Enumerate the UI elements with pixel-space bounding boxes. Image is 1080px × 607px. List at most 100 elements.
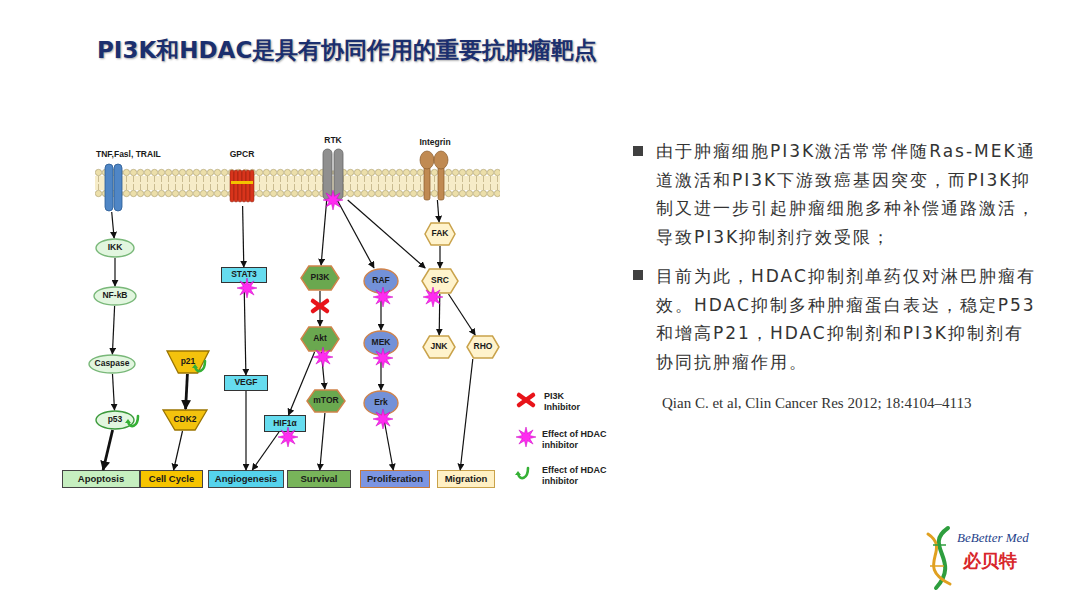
signal-arrow [289, 352, 315, 415]
node-label: JNK [430, 342, 447, 351]
process-box: VEGF [224, 375, 268, 391]
node-label: mTOR [313, 396, 338, 405]
signal-arrow [439, 294, 441, 335]
node-label: NF-kB [102, 291, 127, 300]
receptor-subunit [114, 164, 122, 211]
ellipse-shape [96, 239, 134, 257]
receptor-label: GPCR [230, 150, 255, 159]
signal-arrow [112, 306, 114, 354]
hdac-effect-hook [192, 361, 205, 371]
node-label: HIF1α [273, 419, 297, 428]
hdac-effect-star [373, 287, 393, 307]
slide-title: PI3K和HDAC是具有协同作用的重要抗肿瘤靶点 [97, 35, 597, 66]
receptor-subunit [334, 149, 343, 200]
process-box: Angiogenesis [208, 470, 284, 488]
ellipse-shape [364, 269, 398, 293]
node-label: STAT3 [231, 270, 257, 279]
protein-node: FAK [424, 222, 456, 246]
logo-helix [928, 534, 950, 584]
ellipse-shape [364, 391, 398, 415]
bullet-text: 目前为此，HDAC抑制剂单药仅对淋巴肿瘤有效。HDAC抑制多种肿瘤蛋白表达，稳定… [656, 262, 1038, 376]
hexagon-shape [422, 269, 458, 293]
protein-node: CDK2 [162, 409, 208, 431]
node-label: Akt [313, 334, 327, 343]
node-label: Caspase [95, 359, 130, 368]
node-label: PI3K [311, 273, 330, 282]
process-box: Proliferation [360, 470, 430, 488]
process-box: Cell Cycle [140, 470, 203, 488]
legend-sample [519, 395, 533, 405]
node-label: Survival [301, 474, 338, 484]
pi3k-inhibitor-mark [313, 301, 327, 311]
signal-arrow [439, 246, 440, 268]
signal-arrow [337, 200, 374, 268]
legend-text: Effect of HDAC inhibitor [542, 429, 622, 451]
signal-arrow [252, 432, 279, 470]
logo-helix [936, 528, 948, 588]
node-label: Erk [374, 398, 388, 407]
protein-node: Akt [300, 326, 340, 352]
signal-arrow [380, 294, 381, 330]
logo-text: 必贝特 [963, 549, 1017, 573]
signal-arrow [348, 200, 426, 268]
process-box: Migration [437, 470, 495, 488]
integrin-leg [438, 166, 444, 200]
legend-text: PI3K Inhibitor [544, 391, 594, 413]
node-label: RHO [474, 342, 493, 351]
protein-node: RHO [466, 335, 500, 359]
integrin-head [434, 151, 448, 169]
logo-text: BeBetter Med [957, 530, 1029, 546]
node-label: IKK [108, 243, 123, 252]
trapezoid-shape [167, 351, 209, 373]
trapezoid-shape [163, 410, 207, 430]
signal-arrow [321, 200, 327, 265]
node-outline [312, 136, 354, 200]
node-label: CDK2 [173, 415, 196, 424]
signal-arrow [449, 294, 476, 335]
receptor: RTK [312, 136, 354, 200]
hexagon-shape [467, 336, 499, 358]
signal-arrow [319, 291, 320, 326]
signal-arrow [113, 374, 115, 410]
process-box: Apoptosis [62, 470, 140, 488]
receptor-helix [234, 170, 238, 202]
protein-node: Erk [363, 390, 399, 416]
node-label: Proliferation [367, 474, 423, 484]
signal-arrow [460, 359, 473, 470]
receptor-helix [230, 170, 234, 202]
node-label: Apoptosis [78, 474, 124, 484]
legend-text: Effect of HDAC inhibitor [542, 465, 622, 487]
node-label: Angiogenesis [215, 474, 277, 484]
protein-node: RAF [363, 268, 399, 294]
signal-arrow [321, 352, 325, 389]
bullet-square [633, 270, 643, 280]
hdac-effect-star [373, 409, 393, 429]
hdac-effect-star [237, 278, 257, 298]
receptor-helix [238, 170, 242, 202]
logo-rung [933, 544, 946, 546]
receptor: GPCR [222, 150, 262, 206]
signal-arrow [114, 258, 115, 286]
process-box: STAT3 [221, 267, 267, 283]
node-label: SRC [431, 276, 449, 285]
signal-arrow [244, 283, 246, 375]
receptor-subunit [323, 149, 332, 200]
protein-node: PI3K [300, 265, 340, 291]
hdac-effect-star [323, 190, 343, 210]
citation: Qian C. et al, Clin Cancer Res 2012; 18:… [662, 395, 971, 412]
signal-arrow [174, 431, 183, 470]
process-box: HIF1α [264, 415, 306, 432]
integrin-leg [424, 166, 430, 200]
node-label: RAF [372, 276, 389, 285]
signal-arrow [245, 391, 246, 470]
signal-arrow [112, 212, 114, 238]
signal-arrow [383, 416, 393, 470]
hdac-effect-star [373, 348, 393, 368]
hexagon-shape [301, 327, 339, 351]
receptor-label: RTK [324, 136, 341, 145]
signal-arrow [380, 356, 381, 390]
signal-arrow [320, 413, 325, 470]
node-label: p53 [108, 415, 123, 424]
process-box: Survival [287, 470, 351, 488]
